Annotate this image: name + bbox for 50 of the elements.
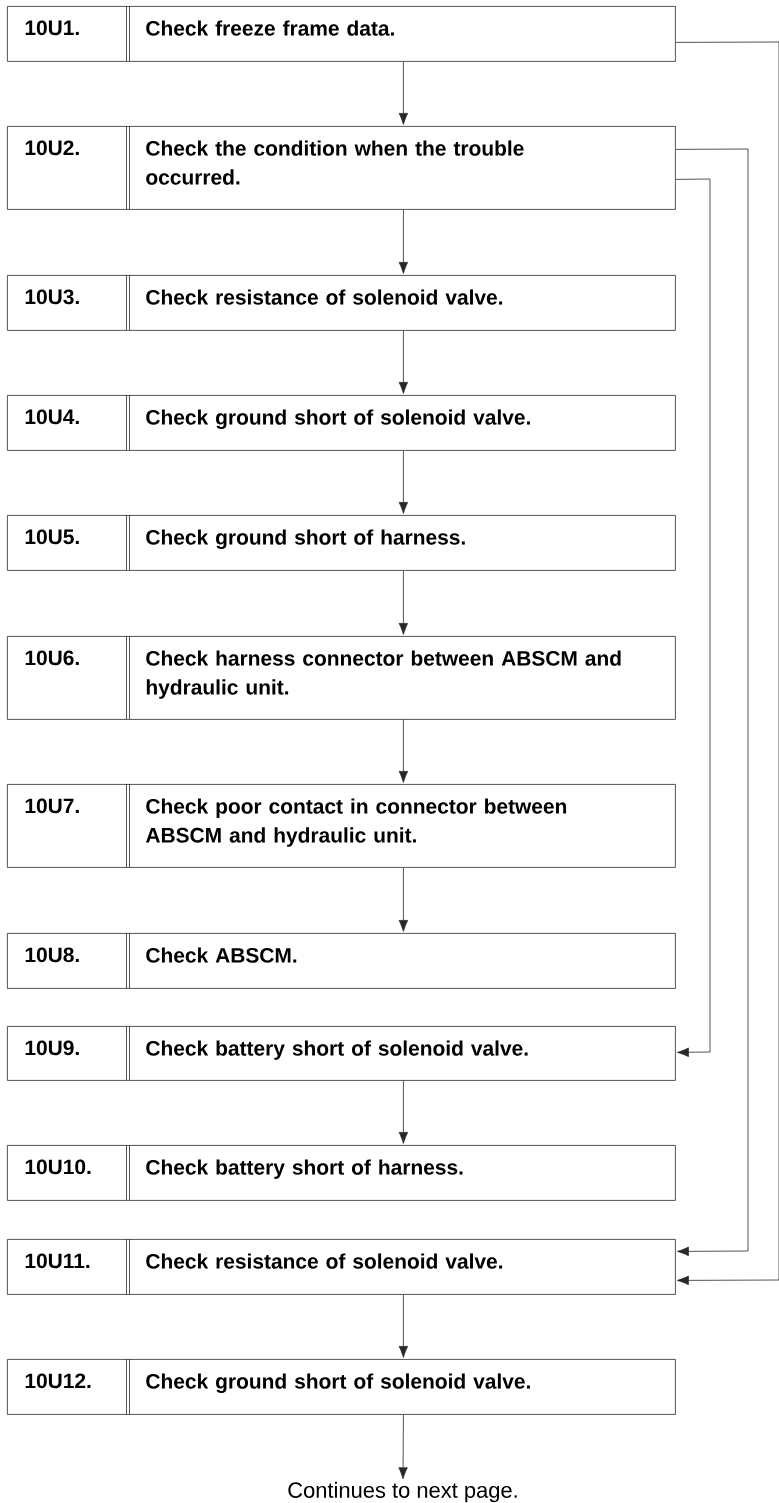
step-number: 10U7. — [25, 798, 79, 814]
step-description: Check freeze frame data. — [146, 20, 394, 36]
step-box — [7, 1358, 676, 1415]
step-number: 10U1. — [25, 20, 79, 36]
step-description: Check ABSCM. — [146, 947, 297, 963]
arrow — [675, 178, 711, 1057]
step-box — [7, 274, 676, 331]
arrow — [398, 1414, 408, 1480]
step-box — [7, 394, 676, 451]
step-number: 10U3. — [25, 289, 79, 305]
arrow — [675, 148, 749, 1257]
step-box — [7, 783, 676, 868]
step-box — [7, 514, 676, 571]
step-description: Check poor contact in connector between ABSCM and hydraulic unit. — [145, 798, 567, 847]
step-description: Check battery short of harness. — [146, 1159, 463, 1179]
step-number: 10U4. — [25, 409, 79, 425]
step-number: 10U10. — [25, 1159, 91, 1175]
continuation-note: Continues to next page. — [288, 1481, 517, 1503]
step-box — [7, 1238, 676, 1295]
step-number: 10U9. — [25, 1040, 79, 1056]
arrow — [398, 61, 409, 125]
arrow — [398, 1294, 409, 1358]
step-box — [7, 1025, 676, 1081]
step-number: 10U11. — [25, 1253, 90, 1269]
arrow — [398, 209, 409, 274]
step-description: Check resistance of solenoid valve. — [146, 1253, 503, 1269]
step-description: Check ground short of harness. — [146, 529, 465, 549]
step-number: 10U5. — [25, 529, 79, 545]
arrow — [398, 1080, 409, 1144]
step-description: Check resistance of solenoid valve. — [146, 289, 503, 305]
arrow — [398, 570, 409, 635]
step-box — [7, 1144, 676, 1201]
step-description: Check battery short of solenoid valve. — [146, 1040, 528, 1060]
step-box — [7, 5, 676, 62]
step-description: Check ground short of solenoid valve. — [146, 1373, 530, 1393]
arrow — [398, 719, 409, 783]
step-box — [7, 932, 676, 989]
step-box — [7, 125, 676, 210]
arrow — [398, 867, 409, 932]
step-description: Check harness connector between ABSCM and hydraulic unit. — [146, 650, 621, 699]
step-number: 10U2. — [25, 140, 79, 156]
step-description: Check ground short of solenoid valve. — [146, 409, 530, 429]
arrow — [675, 41, 779, 1286]
step-number: 10U6. — [25, 650, 79, 666]
step-box — [7, 635, 676, 720]
arrow — [398, 330, 409, 394]
arrow — [398, 450, 409, 514]
step-number: 10U12. — [25, 1373, 91, 1389]
step-description: Check the condition when the trouble occurred. — [146, 140, 524, 185]
step-number: 10U8. — [25, 947, 79, 963]
